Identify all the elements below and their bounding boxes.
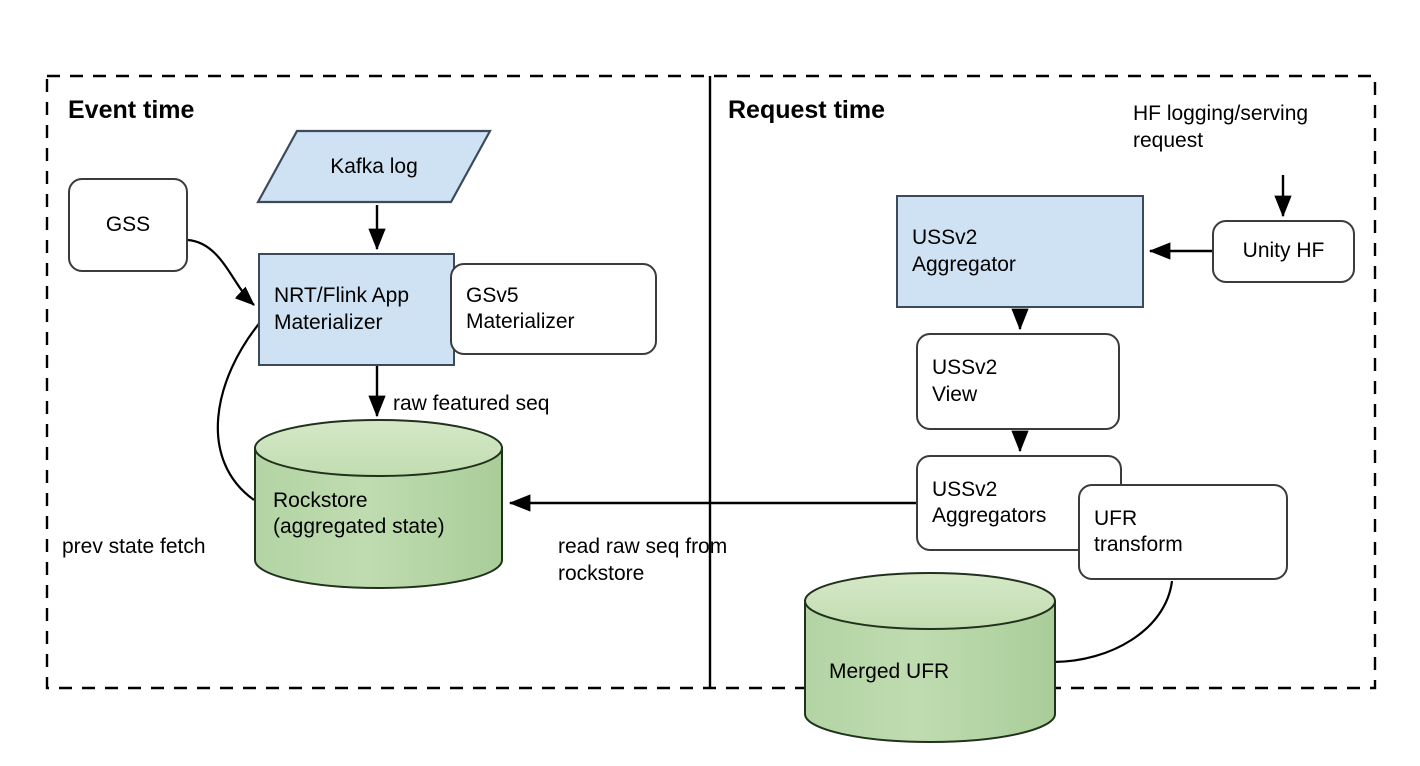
node-ussv2-view[interactable]: USSv2 View: [916, 333, 1120, 430]
merged-ufr-cylinder-shape: [804, 572, 1056, 743]
node-gss-label: GSS: [105, 212, 151, 236]
node-kafka-log[interactable]: Kafka log: [258, 131, 490, 202]
node-gss[interactable]: GSS: [68, 178, 188, 272]
edge-ufr-to-merged: [1052, 580, 1174, 664]
edge-label-raw-featured-seq: raw featured seq: [393, 392, 550, 415]
node-ufr-transform[interactable]: UFR transform: [1078, 484, 1288, 580]
edge-prev-state-fetch: [216, 319, 263, 501]
node-gsv5-materializer[interactable]: GSv5 Materializer: [450, 263, 657, 355]
edge-label-prev-state-fetch: prev state fetch: [62, 535, 206, 558]
edge-gss-to-nrt: [187, 238, 255, 306]
node-rockstore-label: Rockstore (aggregated state): [273, 489, 445, 539]
node-merged-ufr[interactable]: Merged UFR: [805, 573, 1055, 742]
node-ussv2-view-label: USSv2 View: [932, 356, 998, 406]
node-unity-hf-label: Unity HF: [1242, 239, 1325, 263]
edge-label-hf-logging-serving-request: HF logging/serving request: [1133, 102, 1309, 153]
panel-title-event-time: Event time: [68, 96, 195, 124]
node-ussv2-aggregator[interactable]: USSv2 Aggregator: [896, 195, 1144, 308]
edge-label-read-raw-seq: read raw seq from rockstore: [558, 535, 728, 586]
node-nrt-flink-materializer-label: NRT/Flink App Materializer: [274, 284, 409, 334]
node-kafka-log-label: Kafka log: [330, 154, 418, 178]
panel-title-request-time: Request time: [728, 96, 885, 124]
node-merged-ufr-label: Merged UFR: [829, 660, 950, 683]
node-gsv5-materializer-label: GSv5 Materializer: [466, 283, 575, 333]
rockstore-cylinder-shape: [254, 419, 503, 589]
kafka-log-parallelogram-shape: [256, 129, 492, 204]
node-ussv2-aggregator-label: USSv2 Aggregator: [912, 226, 1016, 276]
node-nrt-flink-materializer[interactable]: NRT/Flink App Materializer: [258, 253, 455, 366]
node-ufr-transform-label: UFR transform: [1094, 506, 1183, 556]
node-ussv2-aggregators-label: USSv2 Aggregators: [932, 477, 1047, 527]
node-rockstore[interactable]: Rockstore (aggregated state): [255, 420, 502, 588]
node-unity-hf[interactable]: Unity HF: [1212, 220, 1355, 283]
